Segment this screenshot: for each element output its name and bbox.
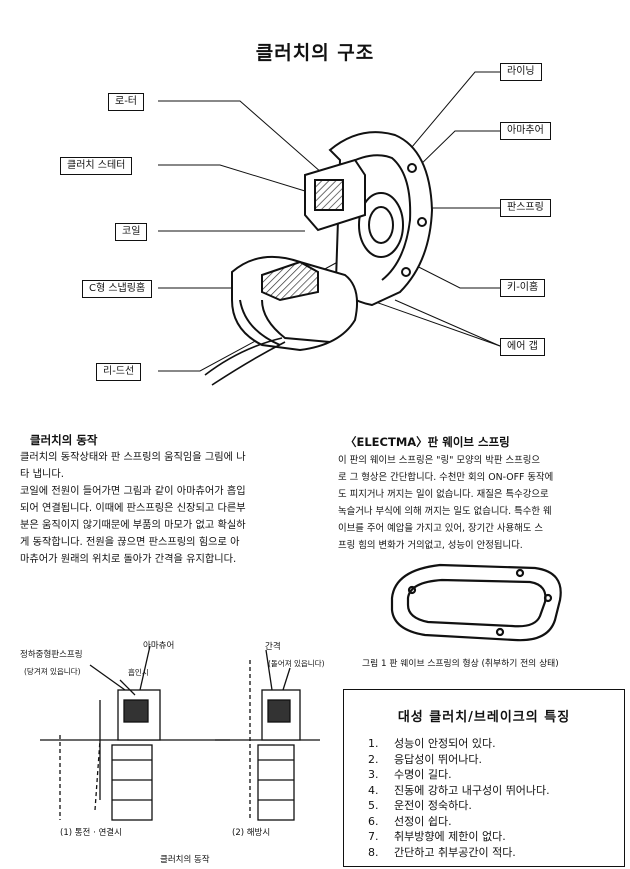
feature-text: 성능이 안정되어 있다. (394, 737, 496, 750)
list-item: 1. 성능이 안정되어 있다. (368, 736, 550, 752)
spring-line: 로 그 형상은 간단합니다. 수천만 회의 ON-OFF 동작에 (338, 472, 554, 483)
diagram-label-armature-sub: 흡인시 (128, 668, 149, 677)
feature-text: 취부방향에 제한이 없다. (394, 830, 506, 843)
label-rotor: 로-터 (108, 93, 145, 111)
feature-number: 8. (368, 845, 379, 859)
label-keyway: 키-이홈 (500, 279, 546, 297)
spring-line: 녹슬거나 부식에 의해 꺼지는 일도 없습니다. 특수한 웨 (338, 506, 552, 517)
label-air-gap: 에어 갭 (500, 338, 545, 356)
list-item: 6. 선정이 쉽다. (368, 814, 550, 830)
diagram-label-spring: 정하중형판스프링 (20, 650, 83, 660)
list-item: 8. 간단하고 취부공간이 적다. (368, 845, 550, 861)
diagram-caption-2: (2) 해방시 (232, 828, 271, 838)
page-title: 클러치의 구조 (255, 42, 375, 64)
spring-line: 도 피지거나 꺼지는 일이 없습니다. 재질은 특수강으로 (338, 489, 549, 500)
list-item: 4. 진동에 강하고 내구성이 뛰어나다. (368, 783, 550, 799)
feature-number: 6. (368, 814, 379, 828)
clutch-exploded-illustration (158, 71, 501, 386)
operation-line: 분은 움직이지 않기때문에 부품의 마모가 없고 확실하 (20, 520, 246, 531)
feature-text: 수명이 길다. (394, 768, 452, 781)
features-box: 대성 클러치/브레이크의 특징 1. 성능이 안정되어 있다. 2. 응답성이 뛰어… (343, 689, 625, 867)
label-plate-spring: 판스프링 (500, 199, 551, 217)
operation-line: 되어 연결됩니다. 이때에 판스프링은 신장되고 다른부 (20, 503, 246, 514)
feature-text: 간단하고 취부공간이 적다. (394, 845, 516, 859)
diagram-label-armature: 아마츄어 (143, 641, 175, 651)
operation-line: 코일에 전원이 들어가면 그림과 같이 아마츄어가 흡입 (20, 486, 246, 497)
feature-text: 운전이 정숙하다. (394, 799, 472, 812)
operation-line: 마츄어가 원래의 위치로 돌아가 간격을 유지합니다. (20, 554, 237, 565)
spring-heading: 〈ELECTMA〉판 웨이브 스프링 (345, 435, 510, 449)
feature-text: 진동에 강하고 내구성이 뛰어나다. (394, 783, 550, 797)
spring-figure-caption: 그림 1 판 웨이브 스프링의 형상 (취부하기 전의 상태) (362, 659, 559, 669)
feature-number: 2. (368, 752, 379, 766)
label-armature: 아마추어 (500, 122, 551, 140)
operation-line: 게 동작합니다. 전원을 끊으면 판스프링의 힘으로 아 (20, 537, 240, 548)
feature-number: 3. (368, 768, 379, 781)
label-lead-wire: 리-드선 (96, 363, 142, 381)
label-coil: 코일 (115, 223, 148, 241)
feature-number: 5. (368, 799, 379, 812)
operation-heading: 클러치의 동작 (30, 433, 98, 447)
diagram-caption-main: 클러치의 동작 (160, 855, 210, 865)
diagram-label-spring-sub: (당겨져 있읍니다) (24, 667, 81, 676)
spring-line: 이브를 주어 예압을 가지고 있어, 장기간 사용해도 스 (338, 523, 543, 534)
spring-line: 이 판의 웨이브 스프링은 "링" 모양의 박판 스프링으 (338, 455, 540, 466)
label-clutch-stator: 클러치 스테터 (60, 157, 133, 175)
spring-line: 프링 힘의 변화가 거의없고, 성능이 안정됩니다. (338, 540, 523, 551)
diagram-label-gap-sub: (돌어져 있읍니다) (268, 659, 325, 668)
feature-number: 1. (368, 737, 379, 750)
diagram-label-gap: 간격 (265, 642, 281, 652)
feature-number: 7. (368, 830, 379, 843)
operation-line: 타 냅니다. (20, 469, 64, 480)
operation-line: 클러치의 동작상태와 판 스프링의 움직임을 그림에 나 (20, 452, 246, 463)
features-list: 1. 성능이 안정되어 있다. 2. 응답성이 뛰어나다. 3. 수명이 길다. 4.… (368, 736, 550, 860)
diagram-caption-1: (1) 통전 · 연결시 (60, 828, 122, 838)
feature-text: 선정이 쉽다. (394, 814, 452, 828)
label-lining: 라이닝 (500, 63, 542, 81)
label-snap-ring-groove: C형 스냅링홈 (82, 280, 153, 298)
spring-body: 이 판의 웨이브 스프링은 "링" 모양의 박판 스프링으 로 그 형상은 간단… (338, 452, 553, 554)
list-item: 3. 수명이 길다. (368, 767, 550, 783)
list-item: 7. 취부방향에 제한이 없다. (368, 829, 550, 845)
feature-text: 응답성이 뛰어나다. (394, 752, 482, 766)
operation-body: 클러치의 동작상태와 판 스프링의 움직임을 그림에 나 타 냅니다. 코일에 … (20, 449, 246, 568)
feature-number: 4. (368, 783, 379, 797)
list-item: 5. 운전이 정숙하다. (368, 798, 550, 814)
features-title: 대성 클러치/브레이크의 특징 (397, 710, 571, 725)
list-item: 2. 응답성이 뛰어나다. (368, 752, 550, 768)
